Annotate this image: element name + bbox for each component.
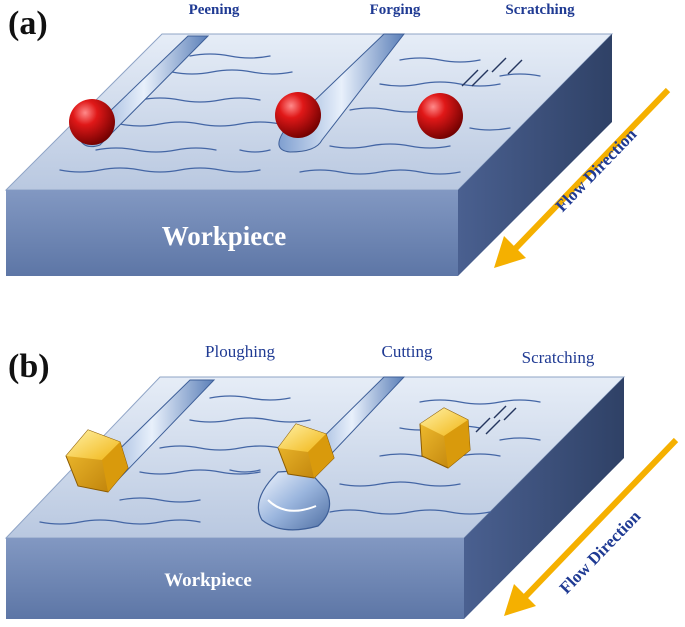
workpiece-label-a: Workpiece <box>162 221 286 251</box>
mode-label-scratching-b: Scratching <box>522 348 595 367</box>
workpiece-front-face-a <box>6 190 458 276</box>
panel-b: (b) <box>4 342 679 619</box>
mode-label-forging: Forging <box>370 2 421 18</box>
sphere-indenter-icon <box>275 92 321 138</box>
panel-a-label: (a) <box>8 5 48 42</box>
sphere-indenter-icon <box>69 99 115 145</box>
polyhedral-particle-icon <box>65 429 129 493</box>
scratch-marks-b <box>475 405 517 435</box>
sphere-indenter-icon <box>417 93 463 139</box>
panel-b-label: (b) <box>8 348 50 385</box>
mode-label-peening: Peening <box>189 2 240 18</box>
mode-label-ploughing: Ploughing <box>205 342 275 361</box>
mode-label-cutting: Cutting <box>381 342 433 361</box>
panel-a: (a) <box>4 2 671 276</box>
scratch-marks-a <box>461 57 523 87</box>
mode-label-scratching: Scratching <box>505 2 575 18</box>
arrow-head-icon <box>494 236 526 268</box>
workpiece-label-b: Workpiece <box>164 570 252 591</box>
chip-curl-b <box>267 499 317 512</box>
polyhedral-particle-icon <box>277 423 335 479</box>
polyhedral-particle-icon <box>419 407 471 469</box>
cutting-chip-b <box>257 469 331 531</box>
workpiece-side-face-b <box>464 377 624 619</box>
workpiece-side-face-a <box>458 34 612 276</box>
surface-texture-a <box>59 53 541 175</box>
arrow-head-icon <box>504 584 536 616</box>
flow-arrow-a <box>494 87 671 268</box>
workpiece-front-face-b <box>6 538 464 619</box>
flow-arrow-b <box>504 437 679 616</box>
